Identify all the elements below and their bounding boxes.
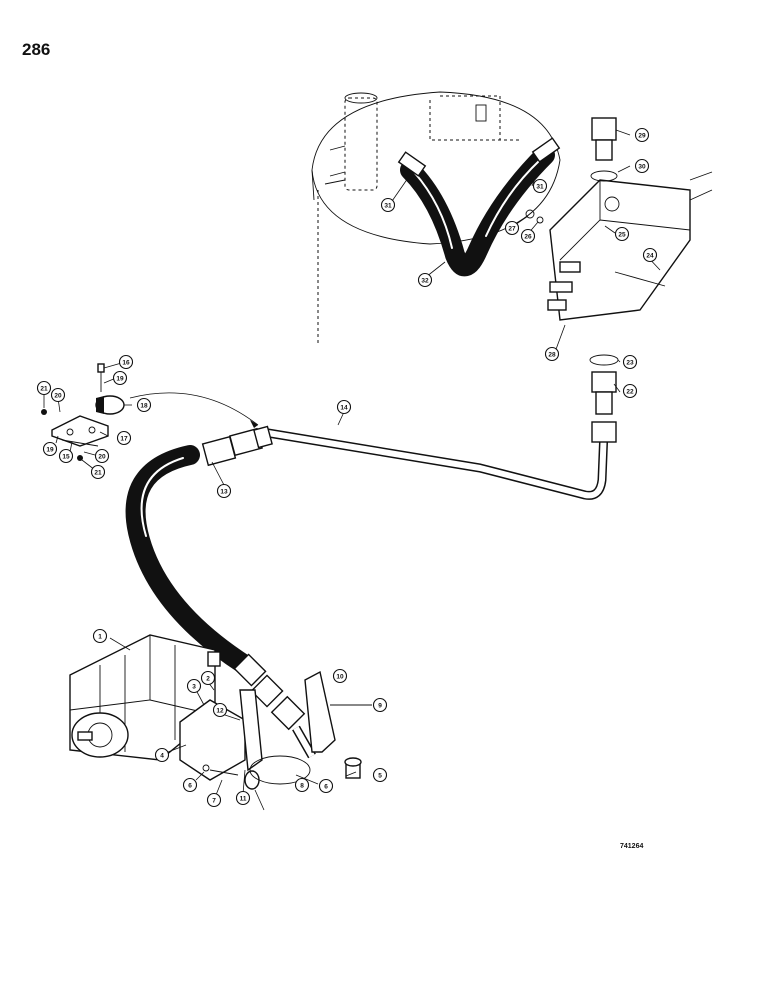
adapter-fitting bbox=[589, 354, 619, 415]
svg-text:13: 13 bbox=[220, 489, 228, 496]
callout-17: 17 bbox=[116, 430, 132, 446]
svg-text:22: 22 bbox=[626, 389, 634, 396]
svg-text:26: 26 bbox=[524, 234, 532, 241]
callout-26: 26 bbox=[520, 228, 536, 244]
svg-text:1: 1 bbox=[98, 634, 102, 641]
callout-21a: 21 bbox=[36, 380, 52, 396]
svg-text:6: 6 bbox=[324, 784, 328, 791]
callout-6a: 6 bbox=[182, 777, 198, 793]
svg-text:8: 8 bbox=[300, 783, 304, 790]
svg-text:6: 6 bbox=[188, 783, 192, 790]
page-number: 286 bbox=[22, 40, 51, 59]
callout-32: 32 bbox=[417, 272, 433, 288]
callout-3: 3 bbox=[186, 678, 202, 694]
svg-text:20: 20 bbox=[54, 393, 62, 400]
callout-19a: 19 bbox=[42, 441, 58, 457]
callout-31b: 31 bbox=[532, 178, 548, 194]
svg-text:20: 20 bbox=[98, 454, 106, 461]
svg-text:21: 21 bbox=[40, 386, 48, 393]
svg-text:27: 27 bbox=[508, 226, 516, 233]
svg-text:29: 29 bbox=[638, 133, 646, 140]
figure-code: 741264 bbox=[620, 843, 644, 850]
svg-text:19: 19 bbox=[116, 376, 124, 383]
svg-text:7: 7 bbox=[212, 798, 216, 805]
svg-text:10: 10 bbox=[336, 674, 344, 681]
callout-4: 4 bbox=[154, 747, 170, 763]
callout-11: 11 bbox=[235, 790, 251, 806]
svg-text:32: 32 bbox=[421, 278, 429, 285]
svg-text:18: 18 bbox=[140, 403, 148, 410]
callout-18: 18 bbox=[136, 397, 152, 413]
callout-25: 25 bbox=[614, 226, 630, 242]
svg-text:3: 3 bbox=[192, 684, 196, 691]
callout-7: 7 bbox=[206, 792, 222, 808]
svg-text:11: 11 bbox=[240, 796, 247, 803]
callout-10: 10 bbox=[332, 668, 348, 684]
svg-text:15: 15 bbox=[62, 454, 70, 461]
callout-16: 16 bbox=[118, 354, 134, 370]
clamp-bracket-group bbox=[41, 363, 259, 461]
callout-8: 8 bbox=[294, 777, 310, 793]
callout-21b: 21 bbox=[90, 464, 106, 480]
svg-text:19: 19 bbox=[46, 447, 54, 454]
callout-27: 27 bbox=[504, 220, 520, 236]
svg-text:9: 9 bbox=[378, 703, 382, 710]
callout-28: 28 bbox=[544, 346, 560, 362]
callout-31a: 31 bbox=[380, 197, 396, 213]
callout-9: 9 bbox=[372, 697, 388, 713]
reservoir-tank bbox=[311, 91, 561, 345]
pressure-hose bbox=[125, 425, 316, 759]
svg-text:30: 30 bbox=[638, 164, 646, 171]
callout-5: 5 bbox=[372, 767, 388, 783]
callout-20a: 20 bbox=[50, 387, 66, 403]
svg-text:5: 5 bbox=[378, 773, 382, 780]
svg-text:25: 25 bbox=[618, 232, 626, 239]
control-valve bbox=[525, 117, 713, 321]
callout-23: 23 bbox=[622, 354, 638, 370]
svg-text:24: 24 bbox=[646, 253, 654, 260]
svg-text:2: 2 bbox=[206, 676, 210, 683]
svg-text:23: 23 bbox=[626, 360, 634, 367]
svg-text:14: 14 bbox=[340, 405, 348, 412]
svg-text:21: 21 bbox=[94, 470, 102, 477]
suction-hose-assembly bbox=[397, 137, 561, 277]
svg-text:28: 28 bbox=[548, 352, 556, 359]
svg-text:31: 31 bbox=[384, 203, 392, 210]
callout-13: 13 bbox=[216, 483, 232, 499]
flange-bracket-parts bbox=[179, 670, 372, 790]
callout-1: 1 bbox=[92, 628, 108, 644]
callout-30: 30 bbox=[634, 158, 650, 174]
callout-29: 29 bbox=[634, 127, 650, 143]
callout-14: 14 bbox=[336, 399, 352, 415]
svg-text:31: 31 bbox=[536, 184, 544, 191]
hydraulic-pump bbox=[69, 634, 221, 761]
callout-15: 15 bbox=[58, 448, 74, 464]
callout-6b: 6 bbox=[318, 778, 334, 794]
svg-text:12: 12 bbox=[216, 708, 224, 715]
callout-22: 22 bbox=[622, 383, 638, 399]
svg-text:4: 4 bbox=[160, 753, 164, 760]
svg-text:17: 17 bbox=[120, 436, 128, 443]
callout-24: 24 bbox=[642, 247, 658, 263]
pressure-tube bbox=[261, 421, 617, 500]
callout-12: 12 bbox=[212, 702, 228, 718]
svg-text:16: 16 bbox=[122, 360, 130, 367]
callout-2: 2 bbox=[200, 670, 216, 686]
callout-19b: 19 bbox=[112, 370, 128, 386]
callout-20b: 20 bbox=[94, 448, 110, 464]
